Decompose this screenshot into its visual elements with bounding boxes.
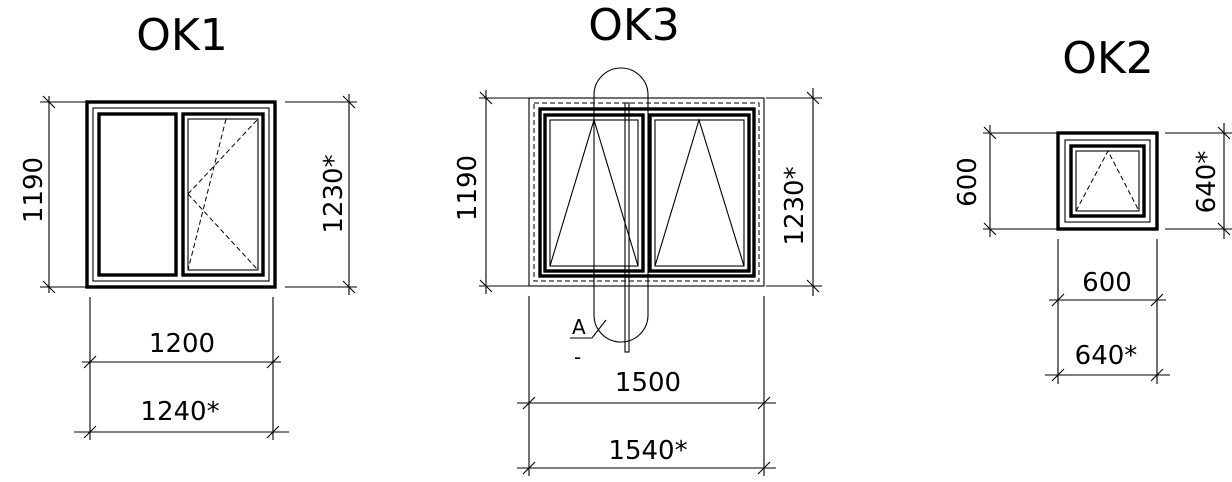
ok1-fixed-sash [97, 112, 178, 277]
ok3-width-label: 1500 [615, 368, 681, 398]
ok2-glass [1075, 150, 1140, 212]
window-ok2-title: OK2 [1062, 33, 1153, 84]
ok2-outer-width-label: 640* [1075, 341, 1138, 371]
ok1-turn-marker-1 [187, 118, 259, 195]
ok3-tick [479, 91, 493, 105]
ok3-tick [522, 396, 536, 410]
ok3-section-mark: - [574, 345, 581, 369]
window-ok1-title: OK1 [136, 10, 227, 61]
ok1-opening-sash [181, 112, 265, 277]
ok1-tick [342, 95, 356, 109]
ok2-tick [1150, 368, 1164, 382]
ok1-outer-frame [85, 100, 277, 289]
ok1-tick [83, 355, 97, 369]
ok3-tick [757, 396, 771, 410]
ok3-section-leader [570, 319, 607, 339]
ok2-tick [983, 222, 997, 236]
ok1-tick [342, 280, 356, 294]
ok3-tick [522, 461, 536, 475]
ok3-section-line [624, 102, 630, 353]
window-ok1: OK1 1190 1230* 1200 1240 [19, 10, 357, 440]
ok1-turn-marker-2 [187, 193, 259, 271]
ok1-outer-width-label: 1240* [140, 397, 219, 427]
ok3-tick [757, 461, 771, 475]
ok2-sash [1069, 144, 1146, 218]
ok1-tick [42, 280, 56, 294]
ok3-frame [538, 107, 756, 278]
ok2-tick [1217, 222, 1231, 236]
ok1-tick [266, 425, 280, 439]
ok1-outer-height-label: 1230* [319, 154, 349, 233]
ok2-tick [1051, 293, 1065, 307]
ok2-inner-frame [1064, 139, 1151, 223]
ok1-width-label: 1200 [149, 329, 215, 359]
ok3-opening-dashed [533, 102, 760, 282]
ok3-outer-width-label: 1540* [608, 436, 687, 466]
ok1-tick [83, 425, 97, 439]
ok3-height-label: 1190 [453, 155, 483, 221]
ok3-right-opening-marker [654, 118, 745, 267]
ok1-tilt-marker [187, 118, 258, 271]
ok2-tilt-marker [1075, 149, 1140, 212]
ok3-section-callout [593, 67, 649, 343]
ok3-right-glass [654, 119, 745, 267]
ok1-inner-frame [92, 107, 270, 282]
ok3-section-label: A [572, 315, 586, 339]
ok3-outer-height-label: 1230* [780, 166, 810, 245]
ok3-tick [806, 91, 820, 105]
ok2-width-label: 600 [1082, 268, 1132, 298]
ok2-tick [983, 126, 997, 140]
ok2-tick [1217, 126, 1231, 140]
ok3-right-sash [648, 113, 751, 273]
ok1-tick [266, 355, 280, 369]
window-ok3: OK3 A - 1190 1230* [453, 0, 822, 476]
ok1-tick [42, 95, 56, 109]
ok2-height-label: 600 [953, 157, 983, 207]
ok3-opening-outline [528, 97, 765, 287]
ok2-tick [1051, 368, 1065, 382]
window-ok2: OK2 600 640* 600 640* [953, 33, 1232, 384]
window-ok3-title: OK3 [588, 0, 679, 51]
ok2-tick [1150, 293, 1164, 307]
ok1-opening-glass [187, 118, 259, 271]
ok3-tick [806, 279, 820, 293]
ok3-tick [479, 279, 493, 293]
ok1-height-label: 1190 [19, 157, 49, 223]
ok2-outer-height-label: 640* [1192, 151, 1222, 214]
ok2-outer-frame [1056, 131, 1159, 231]
